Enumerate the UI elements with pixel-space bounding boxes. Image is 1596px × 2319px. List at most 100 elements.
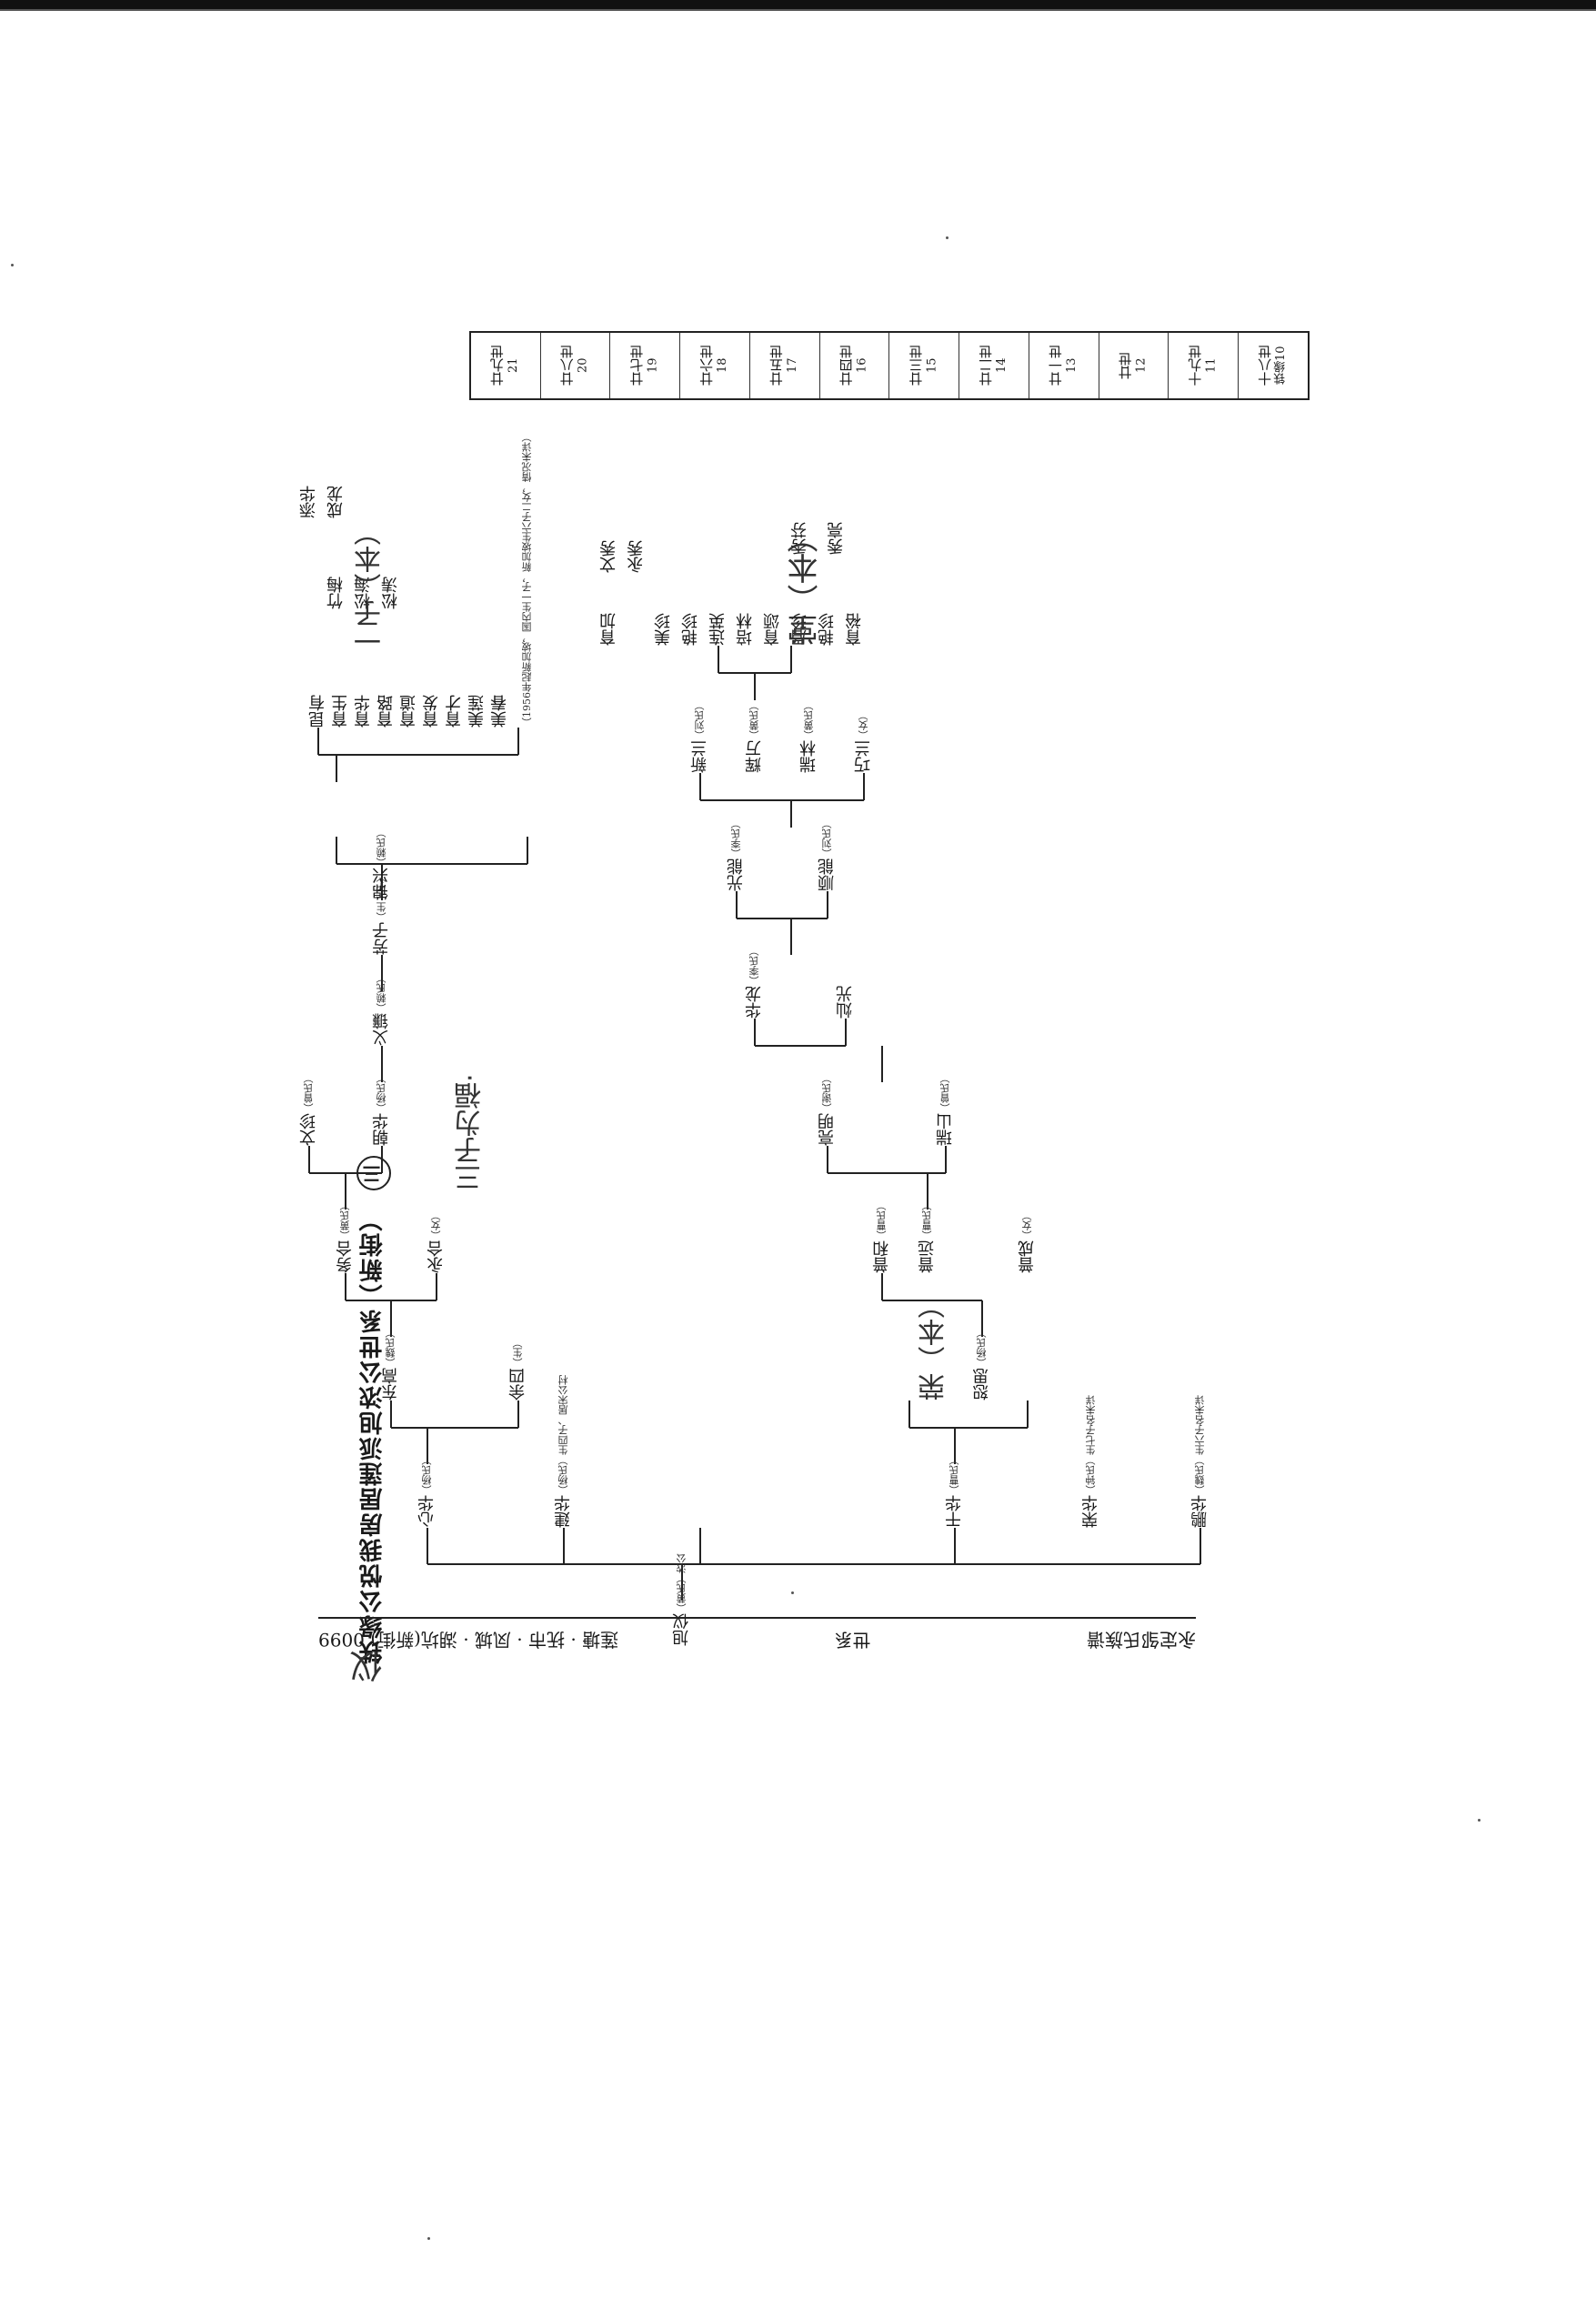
node-name: 华龙 bbox=[745, 986, 764, 1019]
node-note: （赖氏） bbox=[376, 973, 387, 1013]
node-name: 普成 bbox=[1018, 1240, 1037, 1273]
node-note: （李氏） bbox=[748, 946, 760, 986]
node-name: 东高 bbox=[381, 1368, 400, 1400]
node-g14-liangming: 亮明（谢氏） bbox=[818, 1073, 837, 1146]
node-g17-huiwan: 辉万（黄氏） bbox=[745, 700, 764, 773]
node-g19-yongxiu: 永秀 bbox=[627, 540, 646, 573]
node-note: （曾氏） bbox=[303, 1073, 315, 1113]
node-g15-yilian: 义镰（赖氏） bbox=[372, 973, 391, 1046]
node-g11-ganhua: 干华（曹氏） bbox=[945, 1455, 964, 1528]
node-name: 鹏华 bbox=[1190, 1495, 1210, 1528]
footer-rule bbox=[318, 1617, 1196, 1619]
node-note: （钟氏）生七子名未详 bbox=[1085, 1395, 1097, 1495]
scan-top-edge-shadow bbox=[0, 9, 1596, 11]
node-name: 成龙 bbox=[326, 486, 346, 518]
node-note: （女） bbox=[858, 710, 869, 740]
node-name: 秀亮 bbox=[827, 522, 846, 555]
scan-speck bbox=[946, 236, 949, 239]
node-name: 新兰 bbox=[690, 740, 709, 773]
node-name: 亮明 bbox=[818, 1113, 837, 1146]
node-name: 永秀 bbox=[627, 540, 646, 573]
node-name: 育发 bbox=[422, 695, 441, 728]
node-note: （曾氏） bbox=[939, 1073, 951, 1113]
node-g18-kunyou: 昆有 bbox=[308, 695, 327, 728]
node-g17-xinlan: 新兰（刘氏） bbox=[690, 700, 709, 773]
node-name: 添华 bbox=[299, 486, 318, 518]
node-name: 巧兰 bbox=[854, 740, 873, 773]
node-note: （李氏） bbox=[730, 818, 742, 858]
node-name: 芳子 bbox=[372, 922, 391, 955]
node-name: 瑞林 bbox=[799, 740, 818, 773]
node-g19-wenxiu: 文秀 bbox=[599, 540, 618, 573]
node-name: 美莲 bbox=[467, 695, 487, 728]
node-g12-shusi: 恕思（杨氏） bbox=[972, 1328, 991, 1400]
node-name: 育生 bbox=[331, 695, 350, 728]
node-name: 辉万 bbox=[745, 740, 764, 773]
node-g17-ruilin: 瑞林（黄氏） bbox=[799, 700, 818, 773]
node-note: （1956年起新加坡，国内生一子，新加坡生六子二女，情况未详） bbox=[521, 432, 533, 728]
node-g17-jinxing: 锦兴（赖氏） bbox=[372, 828, 391, 900]
node-name: 文珍 bbox=[299, 1113, 318, 1146]
node-name: 义镰 bbox=[372, 1013, 391, 1046]
footer-section: 世系 bbox=[834, 1629, 871, 1651]
node-g18-meizhen: 美珍 bbox=[654, 613, 673, 646]
node-g18-yuhua: 育华 bbox=[354, 695, 373, 728]
node-note: （曹氏） bbox=[921, 1200, 933, 1240]
node-name: 育才 bbox=[445, 695, 464, 728]
node-note: （女） bbox=[430, 1210, 442, 1240]
node-g15-wenzhen: 文珍（曾氏） bbox=[299, 1073, 318, 1146]
node-g14-ruishan: 瑞山（曾氏） bbox=[936, 1073, 955, 1146]
footer-page-info: 莲塘 · 抚市 · 凤城 · 湖坑(新街) 0099 bbox=[318, 1629, 619, 1651]
node-g11-xinhua: 心华（杨氏） bbox=[417, 1455, 437, 1528]
node-g18-meilian: 美莲 bbox=[467, 695, 487, 728]
node-g18-lianying: 连英 bbox=[708, 613, 728, 646]
node-name: 连英 bbox=[708, 613, 728, 646]
node-g12-yusi: 余四（生） bbox=[508, 1338, 527, 1400]
node-note: （杨氏） bbox=[421, 1455, 433, 1495]
node-name: 心华 bbox=[417, 1495, 437, 1528]
node-note: （赖氏） bbox=[376, 828, 387, 868]
node-note-right: （1956年起新加坡，国内生一子，新加坡生六子二女，情况未详） bbox=[518, 432, 537, 728]
node-note: （刘氏） bbox=[821, 818, 833, 858]
node-name: 锦兴 bbox=[372, 868, 391, 900]
node-g18-yufa: 育发 bbox=[422, 695, 441, 728]
node-name: 光能 bbox=[727, 858, 746, 891]
node-name: 育华 bbox=[354, 695, 373, 728]
node-name: 育路 bbox=[376, 695, 396, 728]
node-note: （生） bbox=[512, 1338, 524, 1368]
node-name: 瑞山 bbox=[936, 1113, 955, 1146]
node-g18-yucai: 育才 bbox=[445, 695, 464, 728]
node-name: 永合 bbox=[427, 1240, 446, 1273]
scan-speck bbox=[791, 1591, 794, 1594]
node-g17-qiaolan: 巧兰（女） bbox=[854, 710, 873, 773]
scan-speck bbox=[11, 264, 14, 266]
node-name: 培林 bbox=[736, 613, 755, 646]
node-name: 育加 bbox=[599, 613, 618, 646]
node-note: （谢氏） bbox=[821, 1073, 833, 1113]
scan-speck bbox=[427, 2237, 430, 2240]
scan-top-edge bbox=[0, 0, 1596, 9]
node-g14-chaohua: 朝华（杨氏） bbox=[372, 1073, 391, 1146]
node-note: （黄氏）浓公 bbox=[676, 1553, 688, 1613]
node-g13-wuhe: 务合（黄氏） bbox=[336, 1200, 355, 1273]
node-name: 干华 bbox=[945, 1495, 964, 1528]
node-note: （黄氏） bbox=[748, 700, 760, 740]
family-tree-lines bbox=[308, 646, 1201, 1601]
node-g12-donggao: 东高（魏氏） bbox=[381, 1328, 400, 1400]
handwritten-note: 三子为福· bbox=[455, 1073, 487, 1191]
node-name: 建华 bbox=[554, 1495, 573, 1528]
node-g19-xiuliang: 秀亮 bbox=[827, 522, 846, 555]
node-g18-yujia: 育加 bbox=[599, 613, 618, 646]
node-name: 荣华 bbox=[1081, 1495, 1100, 1528]
node-g15-canguang: 灿光 bbox=[836, 986, 855, 1019]
node-note: （女） bbox=[1021, 1210, 1033, 1240]
node-note: （杨氏） bbox=[976, 1328, 988, 1368]
node-g18-peilin: 培林 bbox=[736, 613, 755, 646]
node-note: （魏氏）生六子名未详 bbox=[1194, 1395, 1206, 1495]
node-name: 美春 bbox=[490, 695, 509, 728]
node-g18-yusong: 育颂 bbox=[763, 613, 782, 646]
node-note: （曹氏） bbox=[949, 1455, 960, 1495]
node-note: （杨氏） bbox=[376, 1073, 387, 1113]
node-g18-yanzhen: 艳珍 bbox=[681, 613, 700, 646]
node-note: （曹氏） bbox=[876, 1200, 888, 1240]
